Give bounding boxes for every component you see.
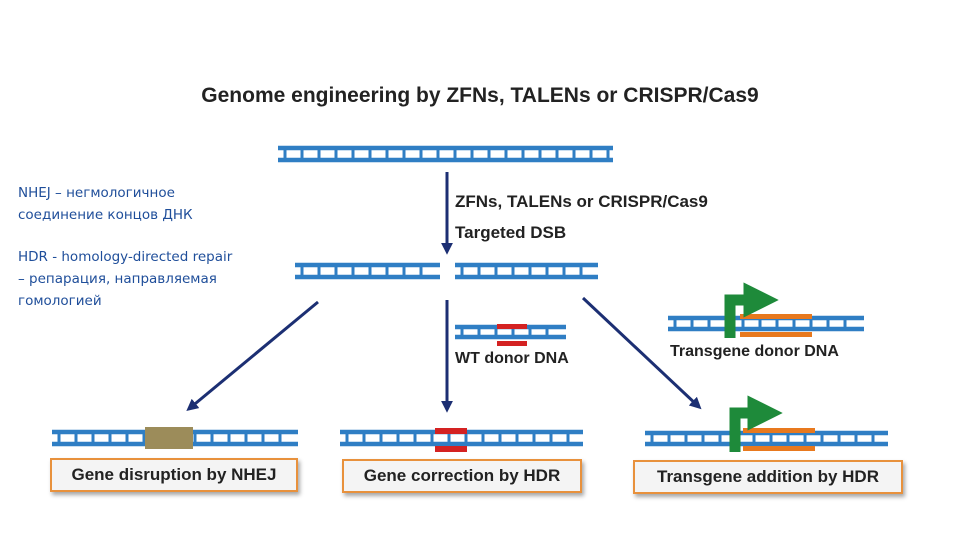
nhej-definition: NHEJ – негмологичное соединение концов Д… (18, 182, 193, 226)
added-transgene-bottom (743, 446, 815, 451)
targeted-dsb-label: Targeted DSB (455, 223, 567, 242)
wt-donor-correct-base-top (497, 324, 527, 329)
nhej-definition-line-2: соединение концов ДНК (18, 207, 193, 223)
corrected-base-top (435, 428, 467, 434)
hdr-definition-line-1: HDR - homology-directed repair (18, 249, 233, 265)
promoter-arrow-result-icon (729, 395, 783, 452)
outcome-gene-disruption-box: Gene disruption by NHEJ (50, 458, 298, 492)
corrected-base-bottom (435, 446, 467, 452)
dna-layer (52, 145, 888, 452)
outcome-transgene-addition-label: Transgene addition by HDR (657, 467, 879, 486)
nucleases-label: ZFNs, TALENs or CRISPR/Cas9 (455, 192, 708, 211)
nhej-indel-block (145, 427, 193, 449)
promoter-arrow-donor-icon (724, 282, 779, 338)
diagram-title: Genome engineering by ZFNs, TALENs or CR… (201, 84, 759, 107)
hdr-definition-line-3: гомологией (18, 293, 102, 309)
transgene-donor-insert-bottom (740, 332, 812, 337)
nhej-definition-line-1: NHEJ – негмологичное (18, 185, 175, 201)
outcome-transgene-addition-box: Transgene addition by HDR (633, 460, 903, 494)
hdr-definition: HDR - homology-directed repair – репарац… (18, 246, 232, 312)
outcome-gene-correction-label: Gene correction by HDR (363, 466, 561, 485)
transgene-donor-insert-top (740, 314, 812, 319)
arrow-to-nhej (186, 300, 319, 412)
transgene-donor-label: Transgene donor DNA (670, 343, 839, 360)
wt-donor-label: WT donor DNA (455, 350, 569, 367)
hdr-definition-line-2: – репарация, направляемая (18, 271, 217, 287)
arrow-to-transgene-addition (581, 296, 702, 410)
outcome-gene-correction-box: Gene correction by HDR (342, 459, 582, 493)
added-transgene-top (743, 428, 815, 433)
wt-donor-correct-base-bottom (497, 341, 527, 346)
outcome-gene-disruption-label: Gene disruption by NHEJ (71, 465, 277, 484)
